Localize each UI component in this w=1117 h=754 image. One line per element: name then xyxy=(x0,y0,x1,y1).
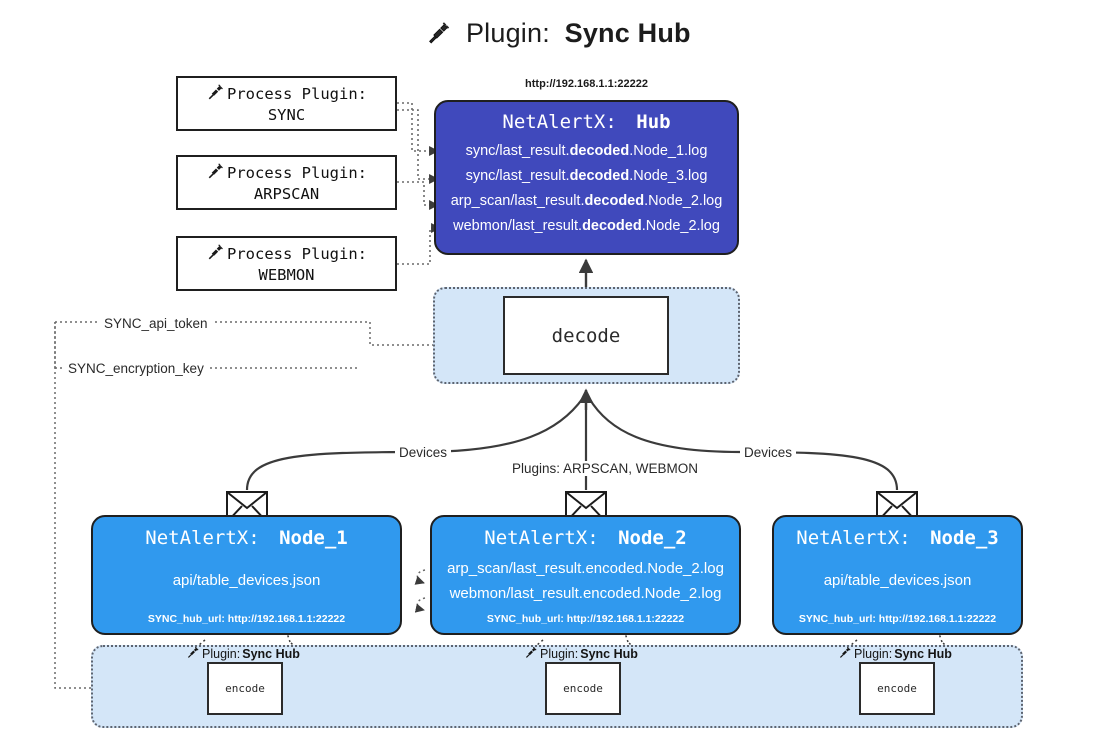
node-2-title: NetAlertX: Node_2 xyxy=(484,527,686,549)
edge-sync-to-log1 xyxy=(397,102,439,156)
edge-node2-log2-tick xyxy=(414,597,426,613)
flow-label-plugins-center: Plugins: ARPSCAN, WEBMON xyxy=(508,461,703,476)
encode-2-label: encode xyxy=(563,682,603,695)
hub-log-line-3: arp_scan/last_result.decoded.Node_2.log xyxy=(451,189,723,214)
node-3-title: NetAlertX: Node_3 xyxy=(796,527,998,549)
node-box-3[interactable]: NetAlertX: Node_3 api/table_devices.json… xyxy=(772,515,1023,635)
node-3-lines: api/table_devices.json xyxy=(774,549,1021,613)
hub-title-name: Hub xyxy=(636,111,671,133)
node-1-lines: api/table_devices.json xyxy=(93,549,400,613)
process-plugin-name: ARPSCAN xyxy=(253,185,320,203)
process-plugin-box-webmon[interactable]: Process Plugin: WEBMON xyxy=(176,236,397,291)
devices-right-text: Devices xyxy=(744,445,793,460)
node-2-line-2: webmon/last_result.encoded.Node_2.log xyxy=(449,585,722,602)
edge-node2-log1-tick xyxy=(414,569,426,585)
edge-node1-to-decode xyxy=(245,397,584,491)
hub-title: NetAlertX: Hub xyxy=(502,111,670,133)
plug-icon xyxy=(206,82,225,106)
hub-log-2-post: .Node_3.log xyxy=(629,167,708,184)
secret-label-api-token: SYNC_api_token xyxy=(100,316,212,331)
hub-log-1-post: .Node_1.log xyxy=(629,143,708,159)
hub-log-line-4: webmon/last_result.decoded.Node_2.log xyxy=(453,214,720,239)
hub-log-3-post: .Node_2.log xyxy=(644,192,723,209)
node-1-title: NetAlertX: Node_1 xyxy=(145,527,347,549)
flow-label-devices-right: Devices xyxy=(740,445,797,460)
devices-left-text: Devices xyxy=(399,445,448,460)
page-title-name: Sync Hub xyxy=(564,18,691,48)
secret-label-encryption-key: SYNC_encryption_key xyxy=(64,361,208,376)
process-plugin-box-arpscan[interactable]: Process Plugin: ARPSCAN xyxy=(176,155,397,210)
plugin-label-2-prefix: Plugin: xyxy=(540,646,579,661)
hub-log-4-pre: webmon/last_result. xyxy=(453,217,583,234)
hub-log-line-2: sync/last_result.decoded.Node_3.log xyxy=(466,164,708,189)
plug-icon xyxy=(524,645,538,662)
node-box-2[interactable]: NetAlertX: Node_2 arp_scan/last_result.e… xyxy=(430,515,741,635)
hub-title-prefix: NetAlertX: xyxy=(502,111,617,133)
hub-url-label: http://192.168.1.1:22222 xyxy=(525,78,648,90)
node-1-footer: SYNC_hub_url: http://192.168.1.1:22222 xyxy=(147,613,346,625)
node-2-title-name: Node_2 xyxy=(618,527,687,549)
process-plugin-box-sync[interactable]: Process Plugin: SYNC xyxy=(176,76,397,131)
node-3-title-prefix: NetAlertX: xyxy=(796,527,911,549)
node-3-footer: SYNC_hub_url: http://192.168.1.1:22222 xyxy=(798,613,997,625)
node-2-footer: SYNC_hub_url: http://192.168.1.1:22222 xyxy=(486,613,685,625)
process-plugin-label: Process Plugin: xyxy=(227,244,367,263)
plugins-center-text: Plugins: ARPSCAN, WEBMON xyxy=(512,461,699,476)
secret-encryption-key-text: SYNC_encryption_key xyxy=(68,361,204,376)
hub-log-4-post: .Node_2.log xyxy=(641,217,720,234)
hub-log-2-pre: sync/last_result. xyxy=(465,167,570,184)
encode-box-2[interactable]: encode xyxy=(545,662,621,715)
edge-arpscan-to-log3 xyxy=(397,181,439,210)
node-box-1[interactable]: NetAlertX: Node_1 api/table_devices.json… xyxy=(91,515,402,635)
hub-log-3-pre: arp_scan/last_result. xyxy=(450,192,585,209)
process-plugin-label: Process Plugin: xyxy=(227,163,367,182)
plugin-label-encode-1: Plugin: Sync Hub xyxy=(186,645,300,662)
hub-log-2-bold: decoded xyxy=(569,167,630,184)
encode-box-3[interactable]: encode xyxy=(859,662,935,715)
plug-icon xyxy=(186,645,200,662)
plug-icon xyxy=(206,242,225,266)
node-3-title-name: Node_3 xyxy=(930,527,999,549)
flow-label-devices-left: Devices xyxy=(395,445,452,460)
page-title: Plugin: Sync Hub xyxy=(0,18,1117,52)
process-plugin-label: Process Plugin: xyxy=(227,84,367,103)
encode-box-1[interactable]: encode xyxy=(207,662,283,715)
hub-log-1-bold: decoded xyxy=(569,143,630,159)
encode-3-label: encode xyxy=(877,682,917,695)
plugin-label-encode-2: Plugin: Sync Hub xyxy=(524,645,638,662)
secret-api-token-text: SYNC_api_token xyxy=(104,316,208,331)
plugin-label-encode-3: Plugin: Sync Hub xyxy=(838,645,952,662)
plug-icon xyxy=(206,161,225,185)
node-2-lines: arp_scan/last_result.encoded.Node_2.log … xyxy=(432,549,739,613)
decode-box[interactable]: decode xyxy=(503,296,669,375)
node-1-line-1: api/table_devices.json xyxy=(172,572,321,590)
hub-log-1-pre: sync/last_result. xyxy=(465,143,570,159)
hub-box[interactable]: NetAlertX: Hub sync/last_result.decoded.… xyxy=(434,100,739,255)
plug-icon xyxy=(838,645,852,662)
plugin-label-3-name: Sync Hub xyxy=(894,646,952,661)
hub-log-line-1: sync/last_result.decoded.Node_1.log xyxy=(466,139,708,164)
edge-sync-to-log2 xyxy=(397,109,439,184)
process-plugin-name: SYNC xyxy=(267,106,306,124)
process-plugin-name: WEBMON xyxy=(258,266,315,284)
node-1-title-name: Node_1 xyxy=(279,527,348,549)
hub-log-3-bold: decoded xyxy=(584,192,645,209)
edge-node3-to-decode xyxy=(588,397,899,491)
hub-log-4-bold: decoded xyxy=(582,217,642,234)
plugin-label-1-name: Sync Hub xyxy=(242,646,300,661)
decode-label: decode xyxy=(551,324,621,347)
plugin-label-2-name: Sync Hub xyxy=(580,646,638,661)
node-3-line-1: api/table_devices.json xyxy=(823,572,972,590)
node-1-title-prefix: NetAlertX: xyxy=(145,527,260,549)
node-2-line-1: arp_scan/last_result.encoded.Node_2.log xyxy=(447,559,724,577)
plugin-label-3-prefix: Plugin: xyxy=(854,646,893,661)
plugin-label-1-prefix: Plugin: xyxy=(202,646,241,661)
plug-icon xyxy=(426,19,452,52)
page-title-prefix: Plugin: xyxy=(465,18,550,48)
encode-1-label: encode xyxy=(225,682,265,695)
node-2-title-prefix: NetAlertX: xyxy=(484,527,599,549)
